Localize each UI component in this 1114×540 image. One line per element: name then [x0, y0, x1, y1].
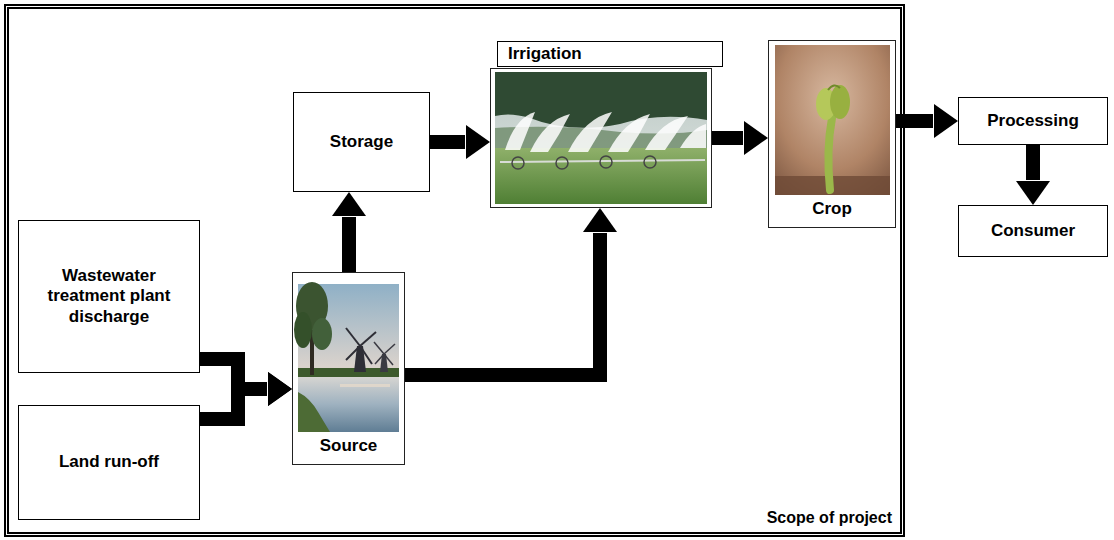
arrow-head [934, 104, 958, 138]
background [775, 45, 890, 195]
node-label: Source [293, 436, 404, 456]
field [495, 148, 707, 204]
process-box: Wastewater treatment plant discharge [18, 220, 200, 373]
node-label: Consumer [991, 221, 1075, 241]
node-label: Storage [330, 132, 393, 152]
leaf-tip [828, 85, 840, 90]
photo-box: Irrigation [490, 68, 712, 208]
windmill [346, 328, 376, 372]
source-photo [294, 282, 399, 432]
block-arrow [712, 121, 768, 155]
block-arrow [200, 372, 292, 419]
irrigation-photo [495, 72, 707, 204]
water-spray [505, 112, 706, 152]
leaf [830, 85, 850, 119]
process-box: Consumer [958, 205, 1108, 257]
pipe [500, 160, 705, 162]
block-arrow [332, 192, 366, 272]
node-label: Land run-off [59, 452, 159, 472]
scope-frame: Scope of project Wastewater treatment pla… [4, 4, 905, 537]
block-arrow [896, 104, 958, 138]
arrow-head [332, 192, 366, 216]
windmill [374, 342, 395, 372]
arrow-head [268, 372, 292, 406]
crop-photo [775, 45, 890, 195]
arrow-shaft [430, 135, 465, 149]
arrow-shaft [200, 389, 267, 419]
block-arrow [1016, 145, 1050, 205]
photo-box: Crop [768, 40, 896, 228]
scope-label: Scope of project [767, 508, 892, 527]
wheel [512, 156, 656, 169]
heading-label: Irrigation [497, 41, 723, 67]
arrow-head [268, 372, 292, 406]
tree [294, 312, 312, 348]
node-label: Crop [769, 199, 895, 219]
arrow-shaft [405, 233, 600, 375]
node-label: Wastewater treatment plant discharge [44, 266, 174, 327]
block-arrow [405, 208, 617, 375]
arrow-head [466, 125, 490, 159]
canal [298, 376, 399, 432]
block-arrow [430, 125, 490, 159]
near-bank [298, 392, 330, 432]
process-box: Processing [958, 97, 1108, 145]
arrow-head [1016, 181, 1050, 205]
tree [312, 318, 332, 350]
photo-box: Source [292, 272, 405, 465]
arrow-head [583, 208, 617, 232]
arrow-shaft [342, 217, 356, 272]
reflection [340, 384, 390, 387]
process-box: Storage [293, 92, 430, 192]
arrow-shaft [712, 131, 743, 145]
node-label: Processing [987, 111, 1079, 131]
process-box: Land run-off [18, 405, 200, 520]
arrow-head [744, 121, 768, 155]
stem [828, 118, 832, 190]
arrow-shaft [1026, 145, 1040, 180]
sky [495, 72, 707, 204]
